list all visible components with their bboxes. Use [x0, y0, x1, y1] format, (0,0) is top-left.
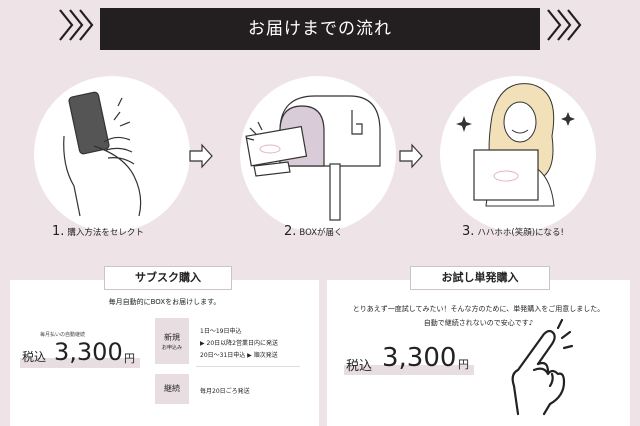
trial-tag: お試し単発購入	[410, 266, 550, 290]
chevron-right-icon	[544, 8, 584, 42]
trial-description: とりあえず一度試してみたい！そんな方のために、単発購入をご用意しました。 自動で…	[352, 305, 605, 327]
step-1-label: 1.購入方法をセレクト	[52, 224, 144, 239]
subscription-price: 税込 3,300 円	[20, 338, 140, 370]
flow-banner: お届けまでの流れ	[100, 8, 540, 50]
new-schedule-line1: 1日〜19日申込	[200, 328, 242, 335]
price-highlight	[344, 365, 474, 375]
renewal-schedule: 毎月20日ごろ発送	[200, 388, 250, 395]
step2-illustration	[240, 76, 396, 232]
price-highlight	[20, 358, 140, 368]
new-schedule-line2: ▶ 20日以降2営業日内に発送	[200, 340, 278, 347]
price-amount: 3,300	[54, 338, 123, 366]
renewal-box: 継続	[155, 374, 189, 404]
subscription-price-label: 毎月払いの自動継続	[40, 332, 86, 338]
divider	[196, 366, 300, 367]
arrow-right-icon	[188, 143, 214, 173]
banner-title: お届けまでの流れ	[248, 19, 392, 39]
arrow-right-icon	[398, 143, 424, 173]
step3-illustration	[440, 76, 596, 232]
new-application-box: 新規 お申込み	[155, 318, 189, 364]
new-schedule-line3: 20日〜31日申込 ▶ 順次発送	[200, 352, 278, 359]
mailbox-icon	[245, 95, 381, 221]
tax-label: 税込	[22, 350, 47, 364]
currency: 円	[124, 352, 135, 365]
currency: 円	[458, 358, 469, 371]
chevron-right-icon	[58, 8, 98, 42]
step-3-label: 3.ハハホホ(笑顔)になる!	[462, 224, 564, 239]
subscription-tag: サブスク購入	[104, 266, 232, 290]
sparkle-icon	[456, 112, 575, 132]
step1-illustration	[34, 76, 190, 232]
price-amount: 3,300	[382, 343, 457, 373]
subscription-description: 毎月自動的にBOXをお届けします。	[108, 298, 221, 306]
step-2-label: 2.BOXが届く	[284, 224, 343, 239]
tax-label: 税込	[346, 359, 373, 374]
phone-hand-icon	[63, 91, 142, 217]
trial-price: 税込 3,300 円	[344, 343, 474, 377]
trial-panel	[327, 280, 630, 426]
pointing-hand-icon	[504, 316, 574, 420]
woman-holding-box-icon	[456, 83, 575, 207]
